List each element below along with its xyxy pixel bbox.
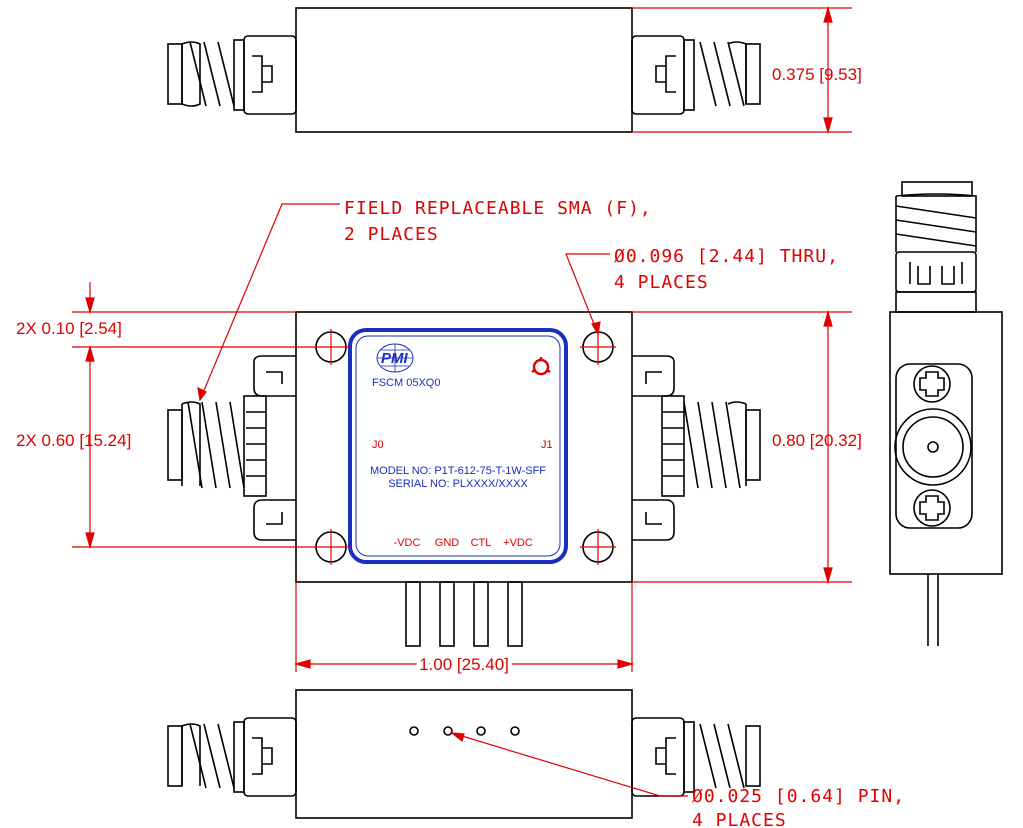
label-panel: PMI FSCM 05XQ0 J0 J1 MODEL NO: P1T-612-7… xyxy=(348,328,568,564)
note-sma-line1: FIELD REPLACEABLE SMA (F), xyxy=(344,198,652,219)
dim-top-height: 0.375 [9.53] xyxy=(772,65,862,84)
pin-label-neg-vdc: -VDC xyxy=(394,537,421,549)
pin-label-pos-vdc: +VDC xyxy=(503,537,533,549)
housing-body xyxy=(295,311,633,583)
dim-edge-offset: 2X 0.10 [2.54] xyxy=(16,319,122,338)
side-view-body xyxy=(889,311,1003,575)
top-view xyxy=(167,7,761,133)
dim-body-height: 0.80 [20.32] xyxy=(772,431,862,450)
bottom-view-right-sma xyxy=(631,717,761,797)
top-view-right-sma xyxy=(631,35,761,115)
bottom-view-body xyxy=(295,689,633,819)
pin-label-ctl: CTL xyxy=(471,537,492,549)
note-sma-line2: 2 PLACES xyxy=(344,224,439,245)
top-view-body xyxy=(295,7,633,133)
port-j1-label: J1 xyxy=(541,439,553,451)
top-view-left-sma xyxy=(167,35,297,115)
front-view-right-sma xyxy=(632,355,761,541)
fscm-code: FSCM 05XQ0 xyxy=(372,377,440,389)
sma-center-outer xyxy=(894,408,972,486)
screw-top-icon xyxy=(913,365,951,403)
pin-leads xyxy=(405,581,523,647)
dim-hole-spacing: 2X 0.60 [15.24] xyxy=(16,431,131,450)
bottom-view xyxy=(167,689,761,819)
pmi-logo: PMI xyxy=(376,343,414,373)
dimension-lines xyxy=(72,5,852,797)
dimension-texts: 0.375 [9.53] 2X 0.10 [2.54] 2X 0.60 [15.… xyxy=(16,65,862,678)
front-view-left-sma xyxy=(167,355,296,541)
side-view xyxy=(889,181,1003,646)
screw-bottom-icon xyxy=(913,489,951,527)
polarity-symbol-icon xyxy=(531,357,551,376)
note-pin-line1: Ø0.025 [0.64] PIN, xyxy=(692,786,905,807)
bottom-view-left-sma xyxy=(167,717,297,797)
note-hole-line1: Ø0.096 [2.44] THRU, xyxy=(614,246,839,267)
serial-number: SERIAL NO: PLXXXX/XXXX xyxy=(388,478,528,490)
callout-notes: FIELD REPLACEABLE SMA (F), 2 PLACES Ø0.0… xyxy=(344,198,905,828)
port-j0-label: J0 xyxy=(372,439,384,451)
model-number: MODEL NO: P1T-612-75-T-1W-SFF xyxy=(370,465,546,477)
note-hole-line2: 4 PLACES xyxy=(614,272,709,293)
logo-text: PMI xyxy=(381,350,409,367)
dim-body-width: 1.00 [25.40] xyxy=(419,655,509,674)
pin-label-gnd: GND xyxy=(435,537,460,549)
note-pin-line2: 4 PLACES xyxy=(692,810,787,828)
